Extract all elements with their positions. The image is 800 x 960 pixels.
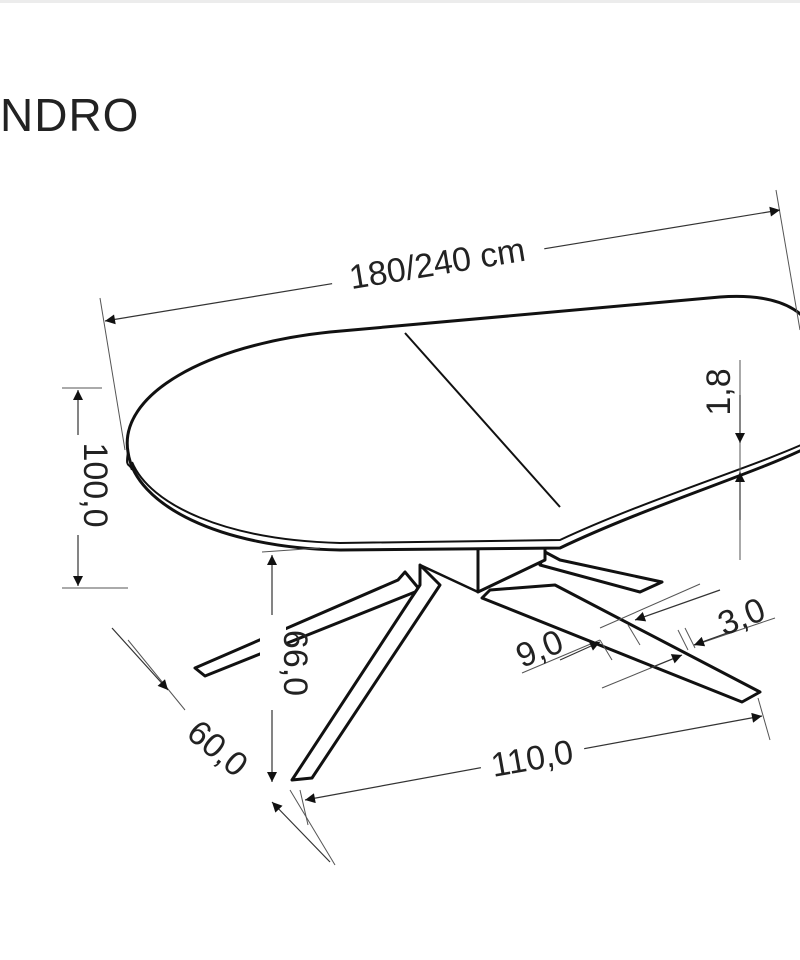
top-border <box>0 0 800 3</box>
thickness-label: 1,8 <box>700 368 738 415</box>
base-depth-label: 60,0 <box>180 713 255 785</box>
dim-width: 100,0 <box>62 387 128 589</box>
height-label: 66,0 <box>276 630 314 696</box>
leg-front-right <box>480 583 762 704</box>
dim-thickness: 1,8 <box>700 360 745 560</box>
dim-height: 66,0 <box>260 547 321 782</box>
dim-base-length: 110,0 <box>299 697 771 826</box>
tabletop <box>125 294 800 552</box>
base-length-label: 110,0 <box>488 733 576 785</box>
width-label: 100,0 <box>76 442 114 527</box>
extension-seam <box>404 332 561 508</box>
product-title: NDRO <box>0 89 140 141</box>
